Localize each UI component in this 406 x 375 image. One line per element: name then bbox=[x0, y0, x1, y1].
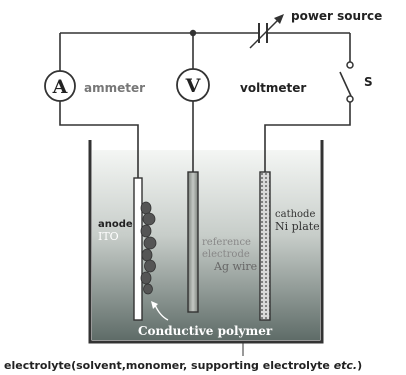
electrolyte-liquid bbox=[92, 150, 320, 340]
anode-label-line2: ITO bbox=[98, 230, 119, 243]
power-source-icon bbox=[249, 14, 284, 49]
conductive-polymer-deposit bbox=[140, 201, 157, 295]
electrolyte-label: electrolyte(solvent,monomer, supporting … bbox=[4, 359, 362, 372]
switch-icon bbox=[339, 61, 356, 103]
cathode-label-line2: Ni plate bbox=[275, 220, 320, 233]
reference-label-line3: Ag wire bbox=[213, 260, 257, 273]
junction-dot bbox=[189, 29, 197, 37]
ammeter-symbol: A bbox=[52, 76, 68, 98]
electrolyte-label-suffix: ) bbox=[357, 359, 362, 372]
anode-ito-plate bbox=[133, 177, 143, 321]
reference-label-line1: reference bbox=[202, 237, 251, 248]
voltmeter-label: voltmeter bbox=[240, 81, 306, 95]
circuit-wires bbox=[59, 32, 351, 178]
power-source-label: power source bbox=[291, 9, 382, 23]
polymer-arrow bbox=[151, 301, 169, 321]
voltmeter-symbol: V bbox=[185, 75, 202, 97]
switch-label: S bbox=[364, 75, 373, 89]
electrolyte-label-etc: etc. bbox=[334, 359, 357, 372]
voltmeter-icon bbox=[176, 68, 210, 102]
cathode-ni-plate bbox=[259, 171, 271, 321]
conductive-polymer-label: Conductive polymer bbox=[138, 324, 273, 338]
beaker bbox=[88, 140, 324, 344]
reference-electrode bbox=[187, 171, 199, 313]
ammeter-icon bbox=[44, 70, 76, 102]
electrolyte-label-prefix: electrolyte(solvent,monomer, supporting … bbox=[4, 359, 334, 372]
anode-label-line1: anode bbox=[98, 219, 133, 230]
reference-label-line2: electrode bbox=[202, 249, 250, 260]
ammeter-label: ammeter bbox=[84, 81, 145, 95]
cathode-label-line1: cathode bbox=[275, 209, 315, 220]
